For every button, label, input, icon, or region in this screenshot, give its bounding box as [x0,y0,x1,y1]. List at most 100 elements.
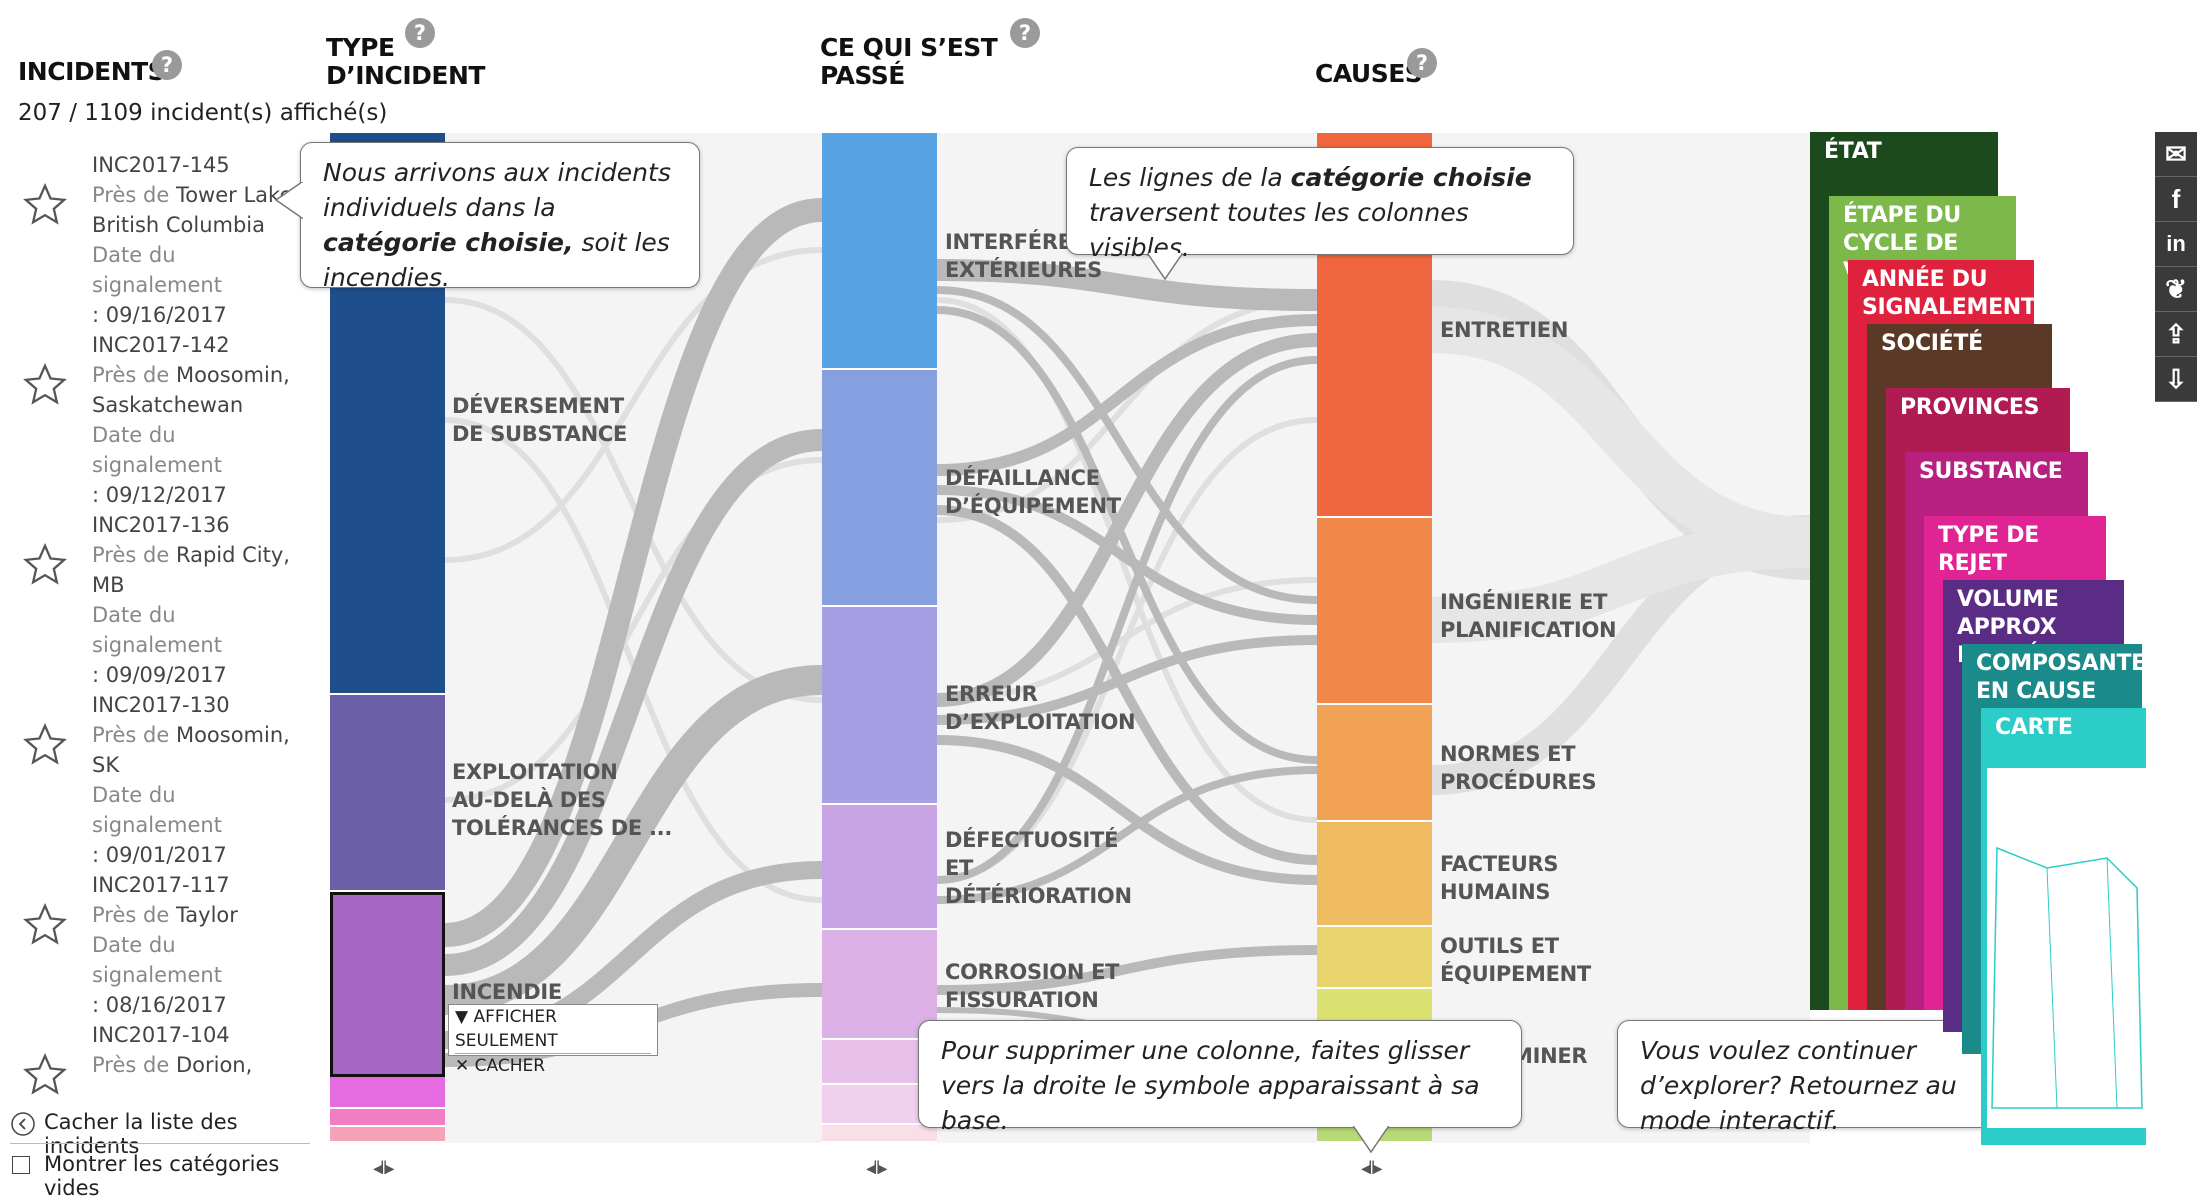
cause-label-tool-l1: OUTILS ET [1440,934,1559,958]
report-date: : 09/01/2017 [92,843,227,867]
causes-help-icon[interactable]: ? [1407,48,1437,78]
category-filter-menu[interactable]: ▼ AFFICHER SEULEMENT ✕ CACHER [448,1004,658,1076]
cause-label-engineering: INGÉNIERIE ET PLANIFICATION [1440,588,1617,644]
what-label-corr-l1: CORROSION ET [945,960,1120,984]
linkedin-icon[interactable]: in [2155,222,2197,267]
what-label-equipment: DÉFAILLANCE D’ÉQUIPEMENT [945,464,1121,520]
what-seg-equipment[interactable] [822,370,937,607]
what-label-corr-l2: FISSURATION [945,988,1099,1012]
location-name: Moosomin, Saskatchewan [92,363,290,417]
what-seg-external[interactable] [822,133,937,370]
what-seg-operation[interactable] [822,607,937,805]
card-label-line2: EN CAUSE [1976,679,2096,704]
cause-seg-standards[interactable] [1317,705,1432,822]
type-column-drag-handle[interactable]: ◂‖▸ [373,1158,394,1178]
what-label-def-l1: DÉFECTUOSITÉ [945,828,1119,852]
favorite-star-icon[interactable] [22,182,68,228]
what-help-icon[interactable]: ? [1010,18,1040,48]
facebook-icon[interactable]: f [2155,177,2197,222]
incident-id: INC2017-142 [92,333,230,357]
cause-label-determine: MINER [1512,1044,1588,1068]
card-label-line1: CARTE [1995,715,2073,740]
filter-icon: ▼ [455,1007,474,1027]
share-toolbar: ✉ f in ❦ ⇪ ⇩ [2155,132,2197,402]
incident-id: INC2017-136 [92,513,230,537]
favorite-star-icon[interactable] [22,722,68,768]
near-label: Près de [92,363,170,387]
cause-seg-engineering[interactable] [1317,518,1432,705]
twitter-icon[interactable]: ❦ [2155,267,2197,312]
download-icon[interactable]: ⇩ [2155,357,2197,402]
what-seg-small-1[interactable] [822,1040,937,1085]
callout3-text: Pour supprimer une colonne, faites gliss… [941,1036,1480,1135]
what-header-line2: PASSÉ [820,61,905,90]
report-date-label: Date du signalement [92,933,222,987]
mail-icon[interactable]: ✉ [2155,132,2197,177]
callout-chosen-category-lines: Les lignes de la catégorie choisie trave… [1066,147,1574,262]
menu-hide[interactable]: ✕ CACHER [455,1053,651,1078]
type-label-fire: INCENDIE [452,980,562,1004]
type-label-op-l2: AU-DELÀ DES [452,788,606,812]
share-image-icon[interactable]: ⇪ [2155,312,2197,357]
type-seg-small-3[interactable] [330,1127,445,1143]
favorite-star-icon[interactable] [22,902,68,948]
card-label-line2: SIGNALEMENT [1862,295,2036,320]
cause-label-hum-l2: HUMAINS [1440,880,1551,904]
what-seg-small-2[interactable] [822,1085,937,1125]
type-seg-operation[interactable] [330,695,445,892]
type-header: TYPE D’INCIDENT [326,34,485,90]
cause-label-eng-l1: INGÉNIERIE ET [1440,590,1608,614]
what-label-def-l3: DÉTÉRIORATION [945,884,1132,908]
card-label-line1: ÉTAT [1824,139,1882,164]
what-label-corrosion: CORROSION ET FISSURATION [945,958,1120,1014]
menu-hide-label: CACHER [474,1056,546,1076]
what-seg-defect[interactable] [822,805,937,930]
favorite-star-icon[interactable] [22,542,68,588]
cause-seg-human[interactable] [1317,822,1432,927]
what-column-drag-handle[interactable]: ◂‖▸ [866,1158,887,1178]
callout-remove-column: Pour supprimer une colonne, faites gliss… [918,1020,1522,1135]
causes-column-drag-handle[interactable]: ◂‖▸ [1361,1158,1382,1178]
location-name: Taylor [175,903,238,927]
incident-location: Près de Moosomin, SK [92,720,302,780]
hide-list-control[interactable]: Cacher la liste des incidents [10,1110,310,1158]
favorite-star-icon[interactable] [22,1052,68,1098]
type-seg-fire[interactable] [330,892,445,1077]
favorite-star-icon[interactable] [22,362,68,408]
what-label-operation: ERREUR D’EXPLOITATION [945,680,1136,736]
card-label-line1: TYPE DE REJET [1938,523,2039,576]
cause-seg-tools[interactable] [1317,927,1432,989]
incident-location: Près de Taylor [92,900,302,930]
callout4-text: Vous voulez continuer d’explorer? Retour… [1640,1036,1957,1135]
menu-show-only[interactable]: ▼ AFFICHER SEULEMENT [455,1005,651,1053]
cause-label-human: FACTEURS HUMAINS [1440,850,1559,906]
dimension-card[interactable]: CARTE [1981,708,2147,1145]
show-empty-checkbox[interactable] [12,1156,30,1174]
callout1-pointer [275,182,305,220]
type-header-line2: D’INCIDENT [326,61,485,90]
near-label: Près de [92,723,170,747]
location-name: Rapid City, MB [92,543,290,597]
incidents-help-icon[interactable]: ? [152,50,182,80]
callout1-text-c: soit les incendies. [323,228,670,292]
callout2-text-b: catégorie choisie [1290,163,1532,192]
type-seg-small-2[interactable] [330,1109,445,1127]
incident-id: INC2017-145 [92,153,230,177]
report-date: : 09/12/2017 [92,483,227,507]
card-label-line1: ANNÉE DU [1862,267,1988,292]
report-date-label: Date du signalement [92,243,222,297]
what-label-oper-l1: ERREUR [945,682,1038,706]
incident-location: Près de Rapid City, MB [92,540,302,600]
type-seg-small-1[interactable] [330,1077,445,1109]
callout1-text-a: Nous arrivons aux incidents individuels … [323,158,671,222]
what-seg-small-3[interactable] [822,1125,937,1143]
what-seg-corrosion[interactable] [822,930,937,1040]
type-help-icon[interactable]: ? [405,18,435,48]
flows-causes-to-cards [1431,307,1811,643]
